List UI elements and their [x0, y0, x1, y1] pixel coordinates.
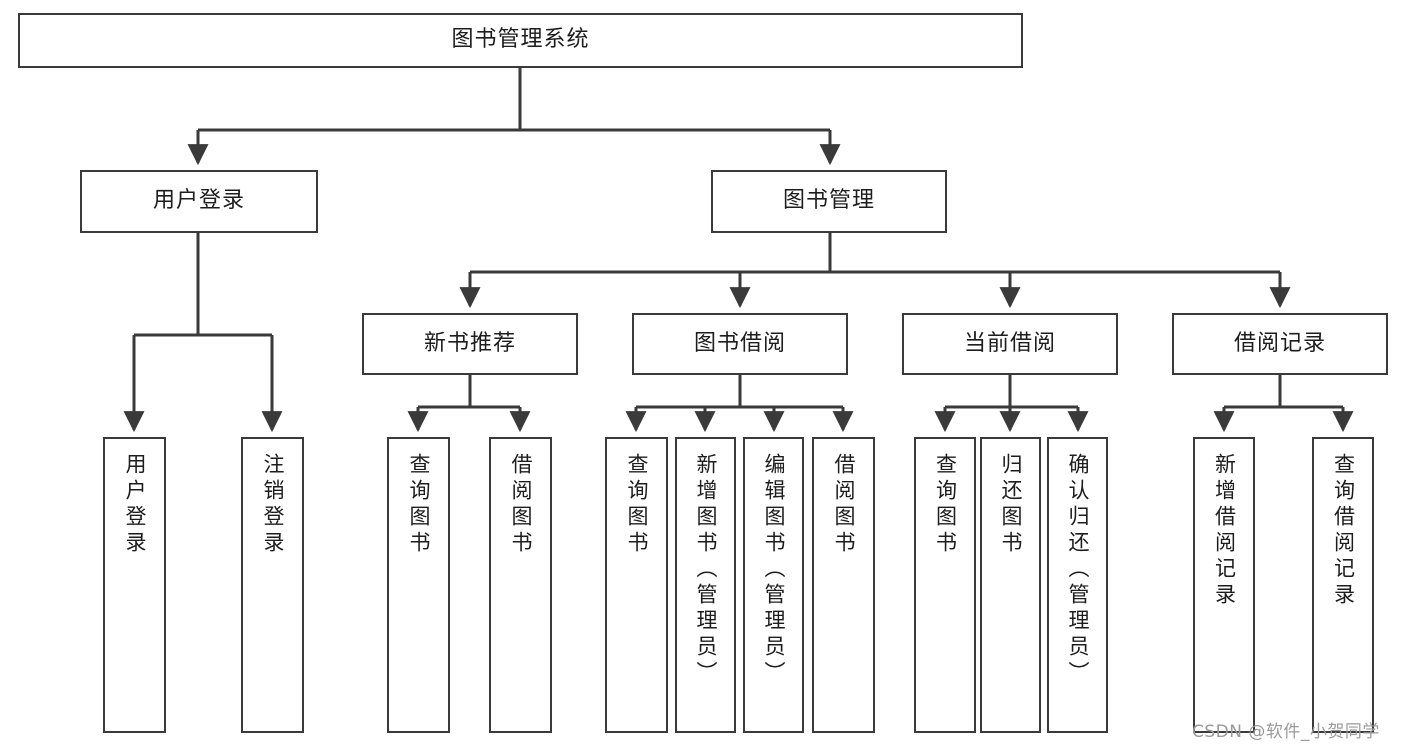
node-leaf-borrow-book-1[interactable]: 借阅图书 — [489, 437, 552, 733]
node-leaf-add-book[interactable]: 新增图书（管理员） — [675, 437, 736, 733]
node-leaf-confirm-return[interactable]: 确认归还（管理员） — [1047, 437, 1108, 733]
node-root-label: 图书管理系统 — [451, 27, 590, 53]
node-borrow-record-label: 借阅记录 — [1233, 330, 1326, 356]
node-leaf-query-book-2[interactable]: 查询图书 — [605, 437, 668, 733]
node-leaf-logout[interactable]: 注销登录 — [241, 437, 304, 733]
node-leaf-add-book-label: 新增图书（管理员） — [694, 453, 718, 687]
node-leaf-borrow-book-2[interactable]: 借阅图书 — [812, 437, 875, 733]
node-leaf-add-record-label: 新增借阅记录 — [1212, 453, 1237, 609]
node-new-book-recommend[interactable]: 新书推荐 — [362, 313, 578, 375]
node-current-borrow[interactable]: 当前借阅 — [902, 313, 1118, 375]
node-leaf-borrow-book-2-label: 借阅图书 — [832, 453, 856, 557]
node-leaf-query-book-3-label: 查询图书 — [933, 453, 958, 557]
node-leaf-return-book-label: 归还图书 — [999, 453, 1023, 557]
node-borrow-record[interactable]: 借阅记录 — [1172, 313, 1388, 375]
node-leaf-edit-book-label: 编辑图书（管理员） — [762, 453, 786, 687]
node-leaf-query-book-2-label: 查询图书 — [625, 453, 649, 557]
node-leaf-query-record[interactable]: 查询借阅记录 — [1312, 437, 1374, 733]
node-book-manage-label: 图书管理 — [782, 188, 875, 214]
node-leaf-query-book-3[interactable]: 查询图书 — [914, 437, 976, 733]
node-leaf-add-record[interactable]: 新增借阅记录 — [1193, 437, 1255, 733]
node-leaf-borrow-book-1-label: 借阅图书 — [509, 453, 533, 557]
node-book-borrow[interactable]: 图书借阅 — [632, 313, 848, 375]
csdn-watermark: CSDN @软件_小贺同学 — [1192, 722, 1380, 742]
node-leaf-user-login-label: 用户登录 — [123, 453, 147, 557]
node-book-borrow-label: 图书借阅 — [693, 330, 786, 356]
node-book-manage[interactable]: 图书管理 — [711, 170, 947, 233]
node-user-login-label: 用户登录 — [152, 188, 245, 214]
node-user-login[interactable]: 用户登录 — [80, 170, 318, 233]
node-leaf-return-book[interactable]: 归还图书 — [980, 437, 1041, 733]
node-root[interactable]: 图书管理系统 — [18, 13, 1023, 68]
node-leaf-logout-label: 注销登录 — [261, 453, 285, 557]
node-leaf-query-book-1-label: 查询图书 — [407, 453, 431, 557]
node-leaf-edit-book[interactable]: 编辑图书（管理员） — [743, 437, 804, 733]
node-leaf-query-book-1[interactable]: 查询图书 — [387, 437, 450, 733]
node-leaf-confirm-return-label: 确认归还（管理员） — [1066, 453, 1090, 687]
node-leaf-user-login[interactable]: 用户登录 — [103, 437, 166, 733]
node-leaf-query-record-label: 查询借阅记录 — [1331, 453, 1356, 609]
node-new-book-recommend-label: 新书推荐 — [423, 330, 516, 356]
node-current-borrow-label: 当前借阅 — [963, 330, 1056, 356]
